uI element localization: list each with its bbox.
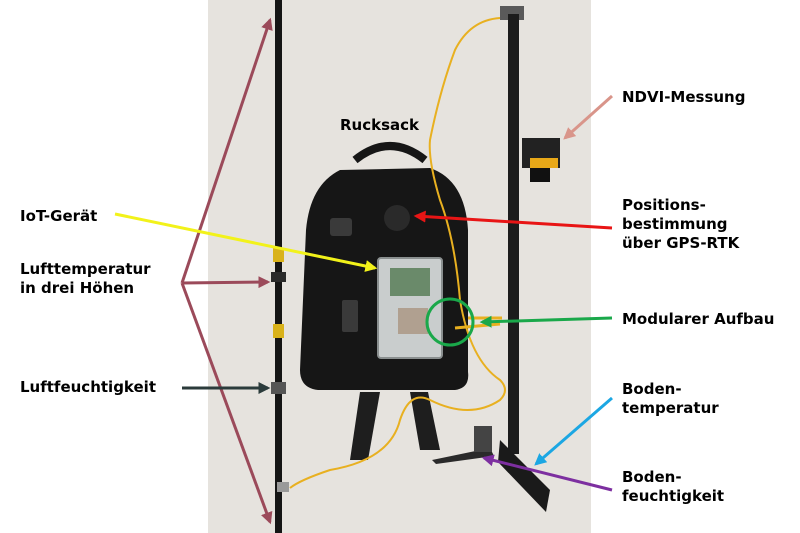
air-sensor-pole — [271, 0, 289, 533]
sensor-cable — [289, 17, 506, 489]
label-ndvi-messung: NDVI-Messung — [622, 88, 746, 106]
label-lufttemperatur: Lufttemperatur in drei Höhen — [20, 260, 151, 297]
modular-arrow — [479, 315, 613, 328]
gps-arrow — [413, 210, 613, 230]
label-bodentemperatur: Boden- temperatur — [622, 380, 719, 417]
soil-sensor-stake — [432, 6, 560, 512]
modular-highlight-circle — [425, 297, 475, 347]
label-positionsbestimmung: Positions- bestimmung über GPS-RTK — [622, 196, 740, 252]
ndvi-arrow — [563, 94, 613, 140]
bodenfeucht-arrow — [481, 454, 613, 492]
label-modularer-aufbau: Modularer Aufbau — [622, 310, 775, 328]
iot-device-box — [377, 257, 443, 359]
label-bodenfeuchtigkeit: Boden- feuchtigkeit — [622, 468, 725, 505]
label-iot-geraet: IoT-Gerät — [20, 207, 98, 225]
label-luftfeuchtigkeit: Luftfeuchtigkeit — [20, 378, 156, 396]
lufttemp-arrows — [180, 17, 273, 525]
label-rucksack: Rucksack — [340, 116, 420, 134]
iot-arrow — [114, 212, 378, 272]
bodentemp-arrow — [534, 396, 613, 466]
